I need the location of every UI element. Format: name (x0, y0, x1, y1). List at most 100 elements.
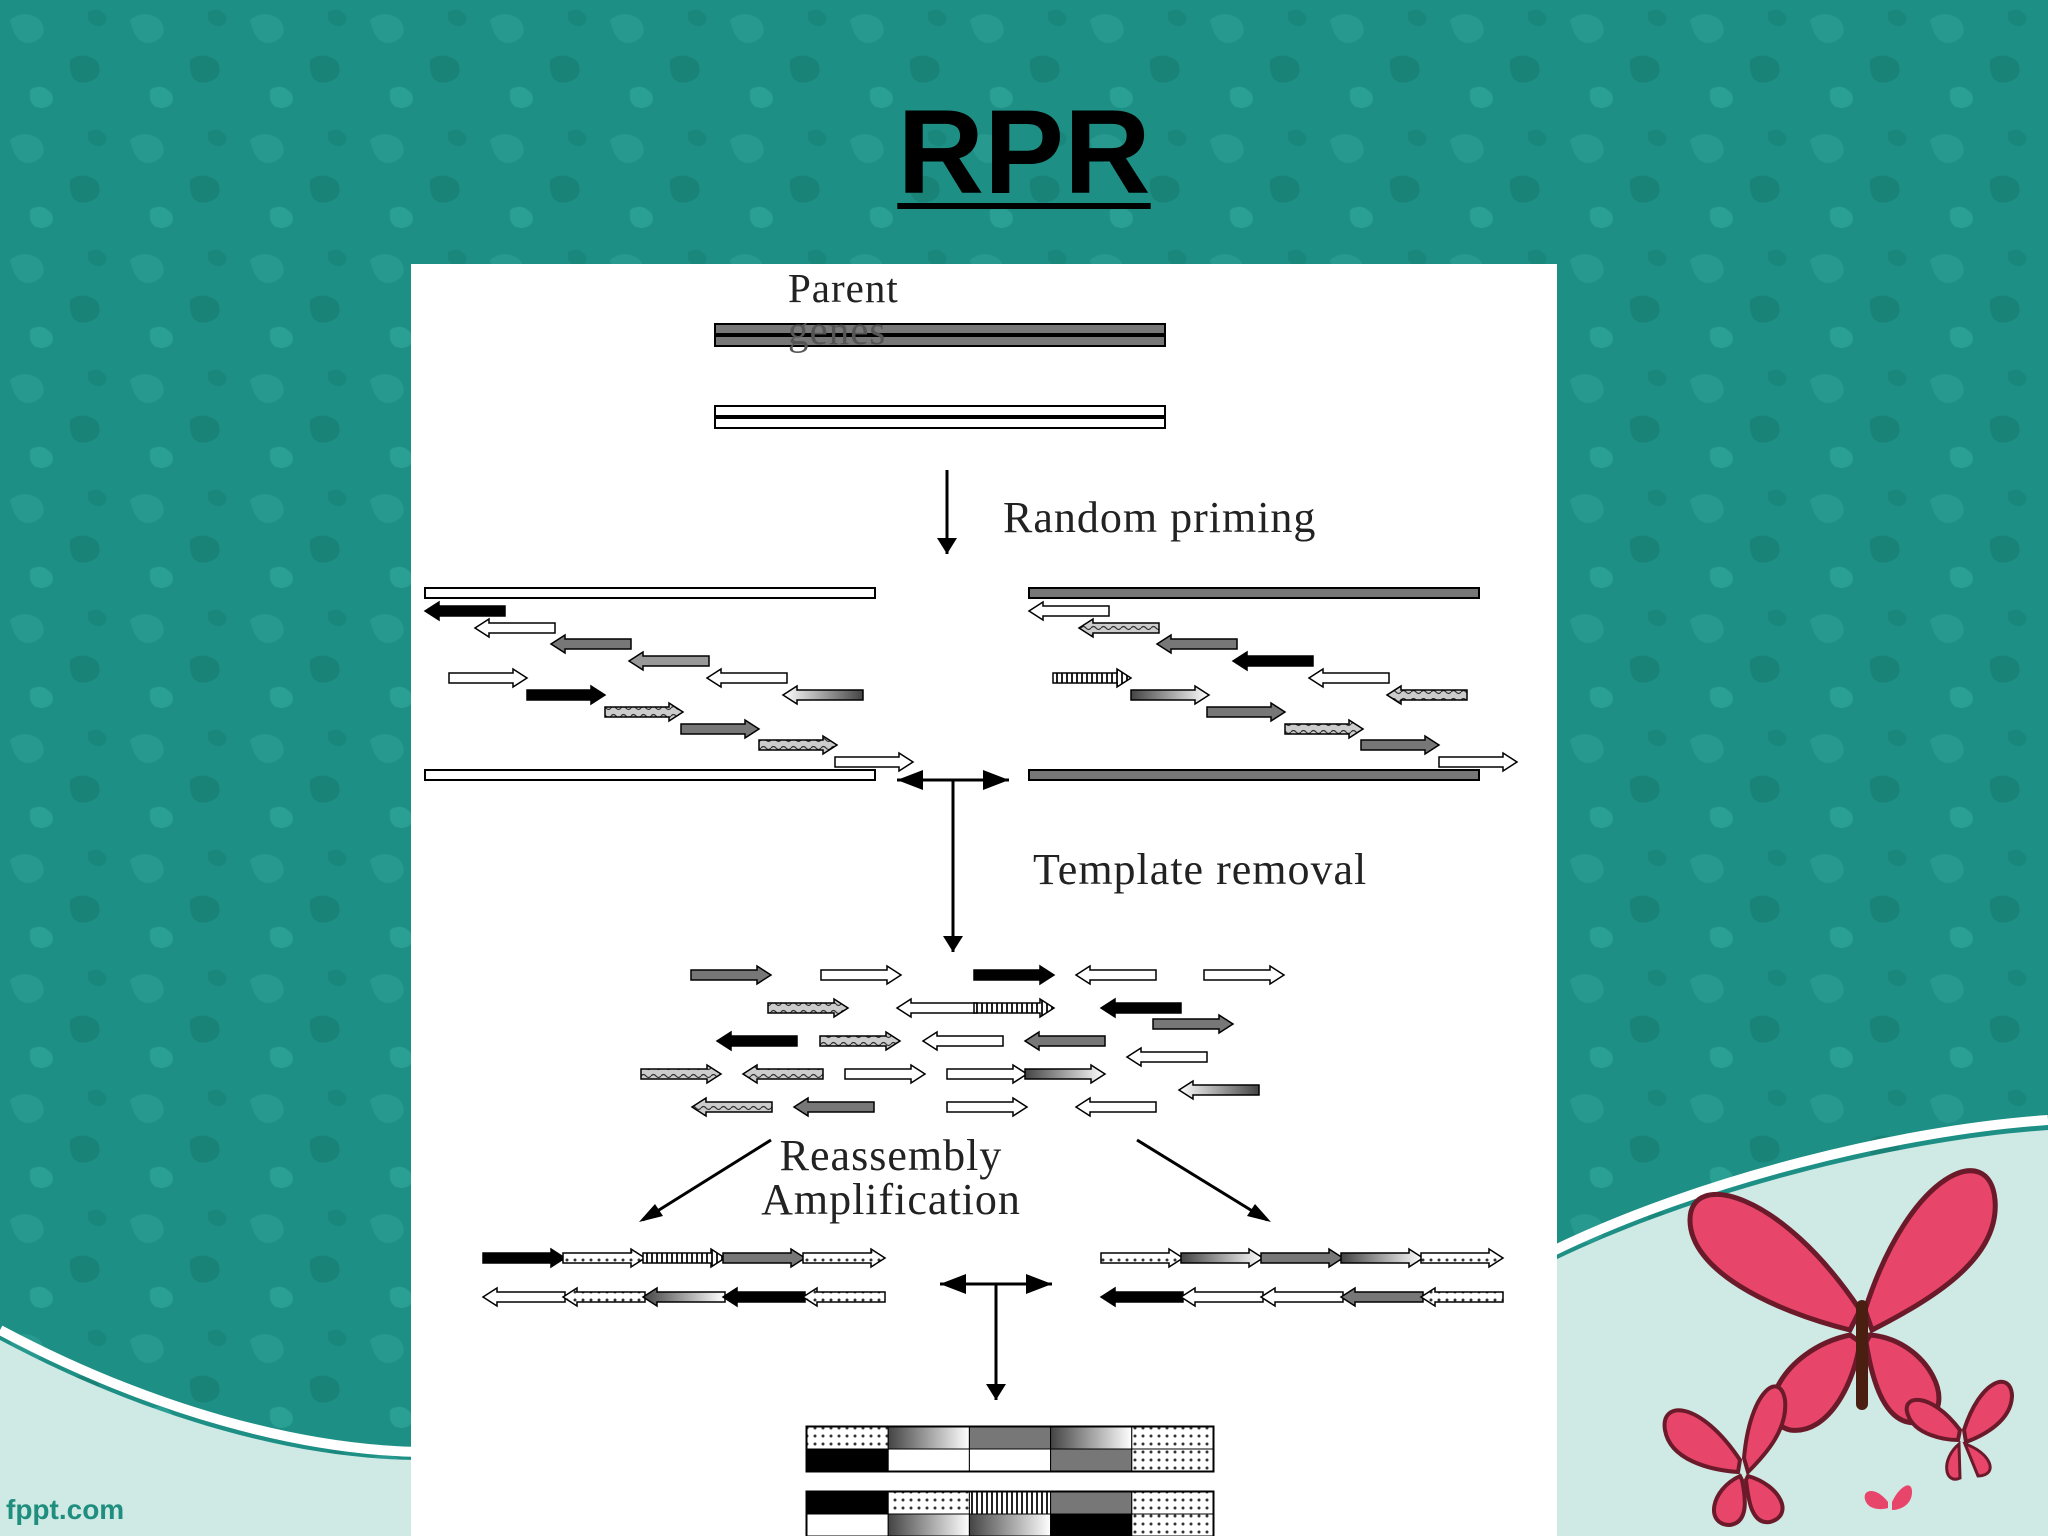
chimeric-gene-right-bottom (1179, 1286, 1264, 1308)
primed-fragment-right-lower (1130, 684, 1211, 706)
product-segment (968, 1491, 1052, 1515)
primed-fragment-right-upper (1307, 667, 1390, 689)
rpr-process-diagram (423, 323, 1519, 1536)
scattered-fragment (819, 1030, 902, 1052)
scattered-fragment (1203, 964, 1286, 986)
reassembly-arrow-right-head (1247, 1204, 1271, 1222)
random-priming-arrow-head (937, 538, 957, 554)
reassembly-arrow-left (642, 1138, 772, 1222)
product-segment (968, 1448, 1052, 1472)
scattered-fragment (1074, 964, 1157, 986)
primed-fragment-left-upper (705, 667, 788, 689)
primed-fragment-left-lower (680, 718, 761, 740)
scattered-fragment (690, 964, 773, 986)
chimeric-gene-right-top (1260, 1247, 1345, 1269)
scattered-fragment (973, 964, 1056, 986)
chimeric-gene-left-bottom (801, 1286, 886, 1308)
scattered-fragment (690, 1096, 773, 1118)
template-right-top (1028, 587, 1480, 599)
primed-fragment-left-lower (604, 701, 685, 723)
product-segment (806, 1448, 889, 1472)
label-parent-genes-line2: genes (788, 307, 887, 353)
scattered-fragment (973, 997, 1056, 1019)
scattered-fragment (946, 1063, 1029, 1085)
product-segment (806, 1426, 889, 1450)
primed-fragment-right-upper (1385, 684, 1468, 706)
reassembly-arrow-left-head (639, 1204, 663, 1222)
primed-fragment-right-upper (1077, 617, 1160, 639)
butterfly-tiny-icon (1864, 1379, 2015, 1510)
butterfly-icon (1687, 1168, 1998, 1433)
label-random-priming: Random priming (1003, 493, 1317, 542)
product-segment (887, 1491, 970, 1515)
product-segment (1050, 1448, 1133, 1472)
chimeric-gene-left-top (722, 1247, 807, 1269)
chimeric-gene-right-top (1180, 1247, 1265, 1269)
scattered-fragment (792, 1096, 875, 1118)
product-segment (806, 1513, 889, 1536)
primed-fragment-right-lower (1284, 718, 1365, 740)
scattered-fragment (1177, 1079, 1260, 1101)
product-segment (1050, 1513, 1133, 1536)
product-segment (1131, 1491, 1214, 1515)
chimeric-gene-left-bottom (721, 1286, 806, 1308)
product-segment (887, 1426, 970, 1450)
scattered-fragment (1024, 1063, 1107, 1085)
chimeric-gene-left-bottom (641, 1286, 726, 1308)
scattered-fragment (921, 1030, 1004, 1052)
product-segment (968, 1426, 1052, 1450)
scattered-fragment (895, 997, 978, 1019)
primed-fragment-left-lower (834, 751, 915, 773)
product-segment (887, 1513, 970, 1536)
product-segment (968, 1513, 1052, 1536)
primed-fragment-left-upper (781, 684, 864, 706)
scattered-fragment (844, 1063, 927, 1085)
chimeric-gene-left-top (802, 1247, 887, 1269)
chimeric-gene-right-top (1340, 1247, 1425, 1269)
scattered-fragment (741, 1063, 824, 1085)
primed-fragment-left-upper (473, 617, 556, 639)
chimeric-gene-left-top (562, 1247, 647, 1269)
bidirectional-head-right (1026, 1274, 1052, 1294)
product-segment (1131, 1426, 1214, 1450)
chimeric-gene-left-top (482, 1247, 567, 1269)
product-segment (1050, 1491, 1133, 1515)
label-template-removal: Template removal (1033, 845, 1368, 894)
chimeric-gene-right-bottom (1259, 1286, 1344, 1308)
footer-brand: fppt.com (6, 1494, 125, 1525)
butterflies-decoration (1662, 1168, 2015, 1528)
chimeric-gene-right-top (1420, 1247, 1505, 1269)
primed-fragment-right-lower (1052, 667, 1133, 689)
primed-fragment-right-lower (1438, 751, 1519, 773)
primed-fragment-left-lower (526, 684, 607, 706)
scattered-fragment (1152, 1013, 1235, 1035)
primed-fragment-right-upper (1155, 633, 1238, 655)
chimeric-gene-left-bottom (561, 1286, 646, 1308)
amplification-arrow-head (986, 1384, 1006, 1400)
product-segment (887, 1448, 970, 1472)
scattered-fragment (715, 1030, 798, 1052)
product-segment (1131, 1513, 1214, 1536)
chimeric-gene-right-bottom (1339, 1286, 1424, 1308)
primed-fragment-left-lower (758, 734, 839, 756)
label-amplification: Amplification (761, 1175, 1021, 1224)
primed-fragment-right-upper (1231, 650, 1314, 672)
diagram-shapes (423, 323, 1519, 1536)
label-reassembly: Reassembly (779, 1131, 1003, 1180)
chimeric-gene-right-bottom (1099, 1286, 1184, 1308)
primed-fragment-left-lower (448, 667, 529, 689)
parent-gene-a-top (714, 323, 1166, 335)
parent-gene-b-top (714, 405, 1166, 417)
product-segment (1050, 1426, 1133, 1450)
chimeric-gene-left-bottom (481, 1286, 566, 1308)
slide-title: RPR (897, 85, 1151, 219)
scattered-fragment (1099, 997, 1182, 1019)
scattered-fragment (1074, 1096, 1157, 1118)
primed-fragment-left-upper (627, 650, 710, 672)
primed-fragment-right-lower (1206, 701, 1287, 723)
bidirectional-head-left (940, 1274, 966, 1294)
butterfly-small-icon (1662, 1384, 1788, 1528)
template-left-bottom (424, 769, 876, 781)
bidirectional-head-left (897, 770, 923, 790)
scattered-fragment (1023, 1030, 1106, 1052)
